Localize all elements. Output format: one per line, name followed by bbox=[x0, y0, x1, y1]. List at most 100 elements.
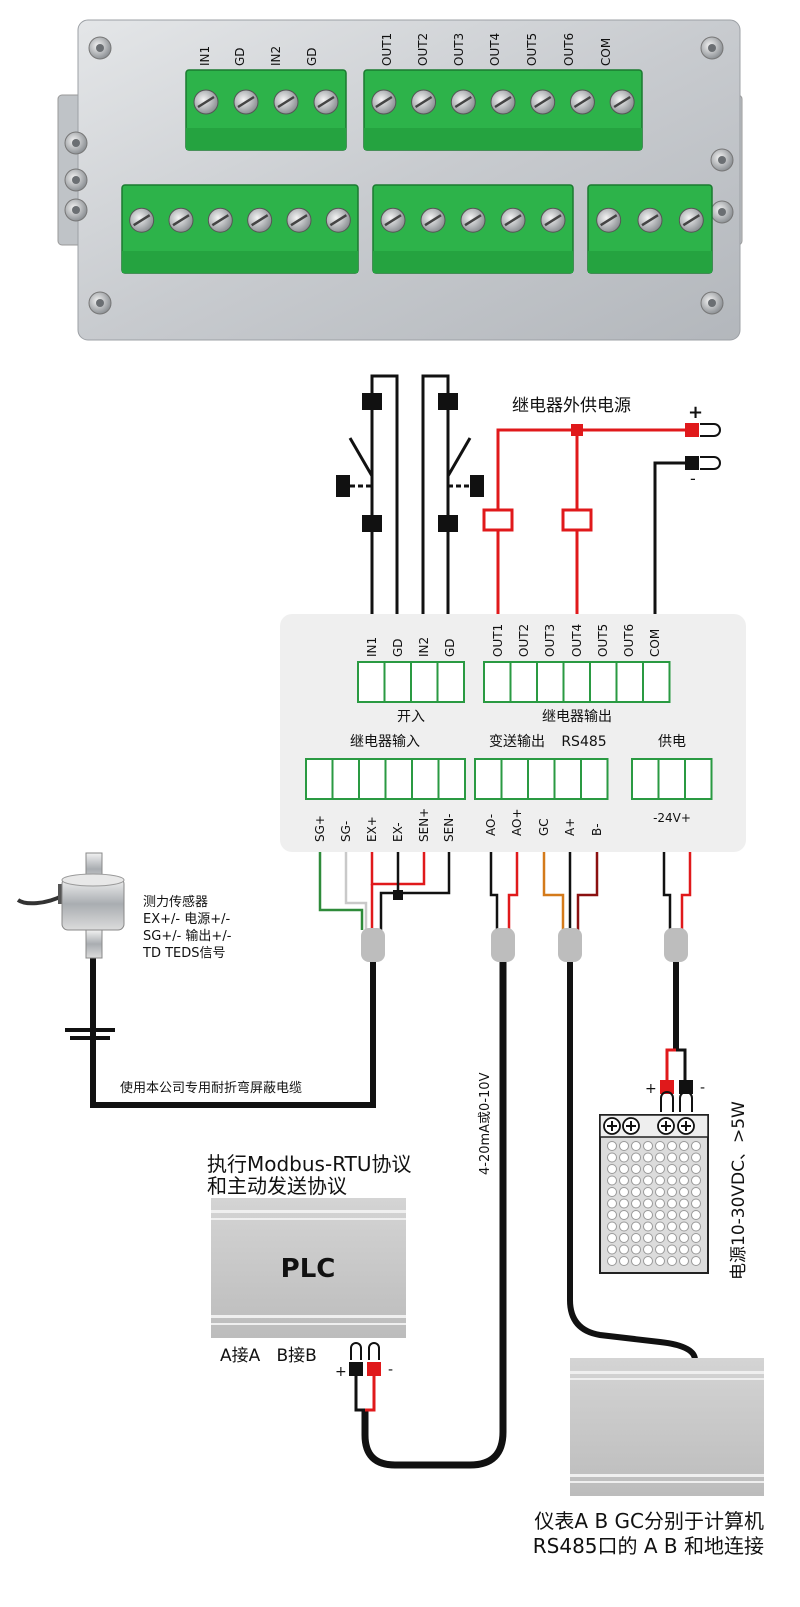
terminal-slot bbox=[384, 758, 413, 800]
pin-label-bottom: SEN+ bbox=[417, 808, 431, 842]
switch-2-contact-top bbox=[438, 393, 458, 410]
pin-label-bottom: B- bbox=[590, 823, 604, 836]
photo-block-power bbox=[587, 184, 713, 274]
photo-terminal-label: IN1 bbox=[198, 46, 212, 66]
switch-2-blade bbox=[446, 437, 472, 477]
pin-label-out2: OUT2 bbox=[517, 624, 531, 657]
photo-terminal-label: IN2 bbox=[269, 46, 283, 66]
pin-label-gd: GD bbox=[443, 638, 457, 657]
relay-supply-plus-lug bbox=[685, 423, 699, 437]
analog-note: 4-20mA或0-10V bbox=[478, 1072, 493, 1175]
analog-cable-sleeve bbox=[491, 928, 515, 962]
psu-plus-lug bbox=[660, 1080, 674, 1094]
plc-minus-fork-icon bbox=[368, 1342, 380, 1360]
relay-supply-wires bbox=[496, 428, 690, 614]
psu-plus: + bbox=[645, 1081, 657, 1097]
psu-minus-lug bbox=[679, 1080, 693, 1094]
terminal-slot bbox=[305, 758, 334, 800]
relay-supply-minus-lug bbox=[685, 456, 699, 470]
plc-caption-2: 和主动发送协议 bbox=[207, 1174, 347, 1198]
plc-label: PLC bbox=[281, 1254, 336, 1284]
terminal-slot bbox=[437, 758, 466, 800]
switch-1-contact-bottom bbox=[362, 515, 382, 532]
analog-wires bbox=[489, 852, 519, 930]
switch-input-wires bbox=[370, 374, 450, 614]
plc-box bbox=[211, 1198, 406, 1338]
pin-label-bottom: SG+ bbox=[313, 815, 327, 842]
sensor-cable bbox=[90, 900, 376, 1108]
photo-terminal-label: GD bbox=[233, 47, 247, 66]
power-cable-sleeve bbox=[664, 928, 688, 962]
switch-1-blade bbox=[348, 437, 374, 477]
terminal-slot bbox=[589, 661, 618, 703]
pin-label-com: COM bbox=[648, 629, 662, 657]
terminal-slot bbox=[436, 661, 465, 703]
terminal-slot bbox=[500, 758, 529, 800]
pin-label-out5: OUT5 bbox=[596, 624, 610, 657]
photo-terminal-label: OUT5 bbox=[525, 33, 539, 66]
terminal-slot bbox=[358, 758, 387, 800]
cable-note: 使用本公司专用耐折弯屏蔽电缆 bbox=[120, 1080, 302, 1096]
terminal-slot bbox=[474, 758, 503, 800]
label-relay-out: 继电器输出 bbox=[542, 709, 612, 725]
pin-label-out4: OUT4 bbox=[570, 624, 584, 657]
relay-supply-minus-fork-icon bbox=[700, 456, 721, 470]
relay-coil-1 bbox=[482, 508, 514, 532]
pin-label-bottom: AO+ bbox=[510, 809, 524, 837]
switch-2-button bbox=[470, 475, 484, 497]
terminal-slot bbox=[536, 661, 565, 703]
relay-supply-plus: + bbox=[688, 402, 703, 423]
pin-label-in1: IN1 bbox=[365, 637, 379, 657]
relay-supply-title: 继电器外供电源 bbox=[512, 396, 631, 416]
photo-terminal-label: OUT6 bbox=[562, 33, 576, 66]
sensor-label-1: 测力传感器 bbox=[143, 894, 208, 910]
terminal-slot bbox=[615, 661, 644, 703]
plc-plus-fork-icon bbox=[350, 1342, 362, 1360]
rs485-cable bbox=[567, 962, 698, 1361]
device-plate bbox=[77, 19, 741, 341]
photo-block-output bbox=[372, 184, 574, 274]
relay-supply-junction bbox=[571, 424, 583, 436]
photo-terminal-label: OUT4 bbox=[488, 33, 502, 66]
switch-2-contact-bottom bbox=[438, 515, 458, 532]
terminal-slot bbox=[580, 758, 609, 800]
terminal-row-output bbox=[474, 758, 609, 800]
psu-note: 电源10-30VDC、>5W bbox=[729, 1101, 749, 1280]
photo-terminal-label: OUT3 bbox=[452, 33, 466, 66]
photo-terminal-label: GD bbox=[305, 47, 319, 66]
sensor-wires bbox=[318, 852, 451, 930]
pin-label-out6: OUT6 bbox=[622, 624, 636, 657]
terminal-slot bbox=[562, 661, 591, 703]
terminal-slot bbox=[411, 758, 440, 800]
switch-symbols bbox=[336, 393, 484, 532]
pin-label-bottom: EX- bbox=[391, 822, 405, 842]
photo-block-sensor bbox=[121, 184, 359, 274]
terminal-slot bbox=[509, 661, 538, 703]
pin-label-bottom: EX+ bbox=[365, 816, 379, 842]
photo-terminal-label: OUT1 bbox=[380, 33, 394, 66]
computer-note-2: RS485口的 A B 和地连接 bbox=[533, 1534, 764, 1558]
psu-plus-fork-icon bbox=[660, 1091, 674, 1112]
pin-label-out3: OUT3 bbox=[543, 624, 557, 657]
terminal-row-power bbox=[631, 758, 713, 800]
rs485-cable-sleeve bbox=[558, 928, 582, 962]
terminal-row-switch-in bbox=[357, 661, 465, 703]
pin-power-24v: -24V+ bbox=[653, 811, 691, 825]
relay-coil-2 bbox=[561, 508, 593, 532]
pin-label-bottom: A+ bbox=[563, 818, 577, 836]
power-supply-unit bbox=[599, 1114, 709, 1274]
pin-label-gd: GD bbox=[391, 638, 405, 657]
terminal-slot bbox=[527, 758, 556, 800]
pin-label-bottom: AO- bbox=[484, 814, 498, 836]
psu-minus-fork-icon bbox=[679, 1091, 693, 1112]
label-rs485: RS485 bbox=[561, 734, 606, 750]
sensor-label-4: TD TEDS信号 bbox=[142, 946, 226, 961]
pin-label-bottom: SEN- bbox=[442, 813, 456, 842]
power-wires bbox=[662, 852, 692, 930]
terminal-row-relay-out bbox=[483, 661, 671, 703]
plc-caption-1: 执行Modbus-RTU协议 bbox=[207, 1152, 412, 1176]
photo-terminal-label: COM bbox=[599, 38, 613, 66]
photo-block-relay-out bbox=[363, 69, 643, 151]
terminal-slot bbox=[553, 758, 582, 800]
pin-label-bottom: GC bbox=[537, 818, 551, 836]
